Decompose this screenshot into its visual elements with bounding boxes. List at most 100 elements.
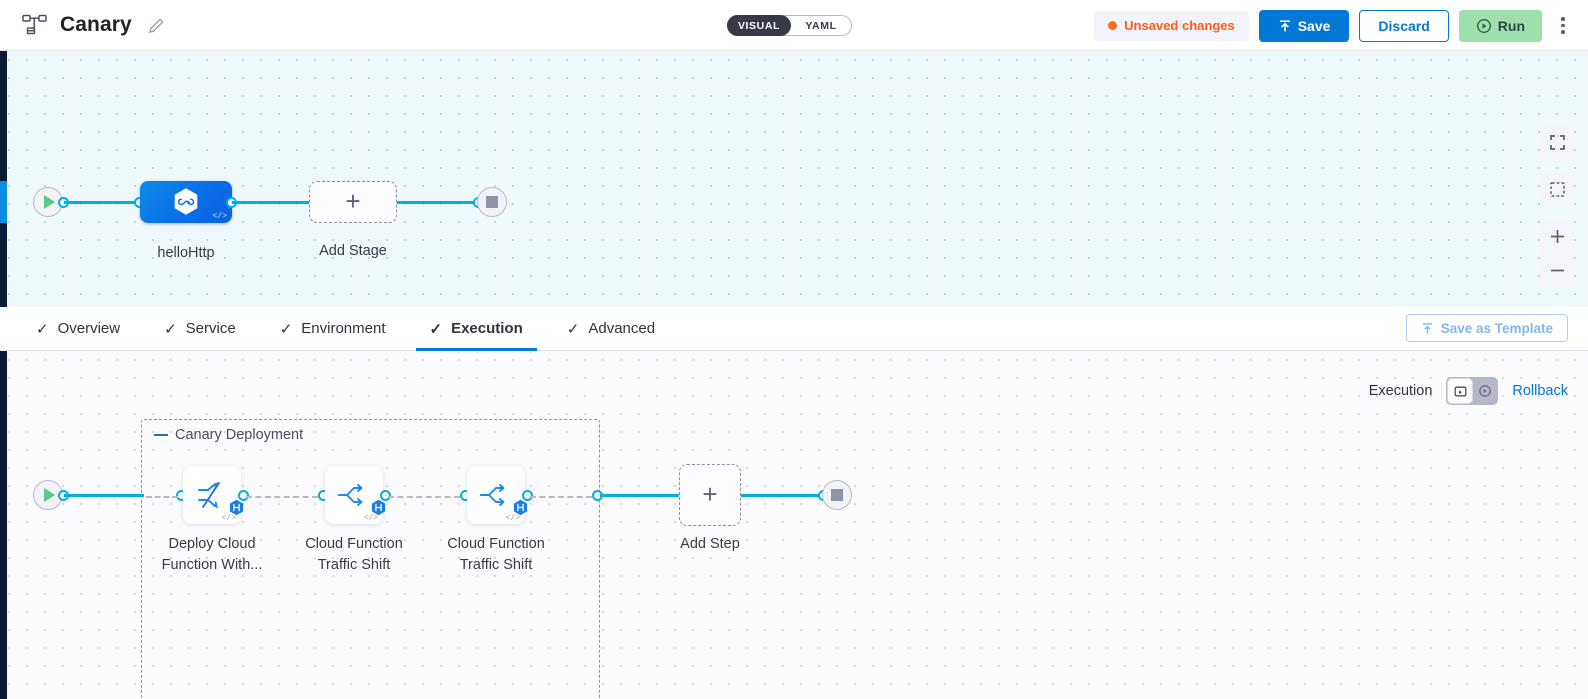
code-badge-icon: </> (505, 514, 520, 523)
page-title: Canary (60, 13, 132, 36)
tab-label: Overview (57, 320, 121, 337)
run-button[interactable]: Run (1458, 9, 1542, 42)
tab-visual[interactable]: VISUAL (727, 15, 791, 36)
deploy-swap-icon (198, 482, 220, 509)
add-step-button[interactable]: + (679, 464, 741, 526)
pencil-icon[interactable] (148, 17, 165, 34)
canvas-left-edge-bottom (0, 351, 7, 699)
execution-rollback-toggle[interactable] (1446, 377, 1499, 405)
play-circle-icon (1476, 18, 1491, 33)
discard-button[interactable]: Discard (1359, 9, 1449, 42)
tab-execution[interactable]: ✓ Execution (415, 307, 538, 351)
rollback-link[interactable]: Rollback (1512, 383, 1568, 399)
tab-advanced[interactable]: ✓ Advanced (553, 307, 669, 351)
stage-label-hellohttp: helloHttp (157, 245, 215, 261)
step-label-line2: Traffic Shift (459, 557, 533, 573)
discard-label: Discard (1378, 17, 1430, 34)
step3-out-port[interactable] (522, 490, 533, 501)
harness-hexagon-badge (228, 499, 245, 516)
stop-icon (831, 489, 843, 501)
connector-add-to-end (397, 201, 478, 204)
stage-node-hellohttp[interactable]: </> (140, 181, 232, 223)
stage-node-layer: </> helloHttp + Add Stage (0, 51, 1588, 307)
tab-label: Execution (451, 320, 523, 337)
connector-stage-to-add (232, 201, 310, 204)
step-node-traffic-shift-1[interactable]: </> (325, 466, 386, 524)
traffic-split-icon (480, 484, 505, 506)
plus-icon: + (345, 186, 361, 216)
canvas-edge-highlight (0, 181, 7, 223)
plus-icon: + (702, 479, 718, 509)
save-as-template-label: Save as Template (1440, 320, 1553, 336)
code-badge-icon: </> (221, 514, 236, 523)
group-title-label: Canary Deployment (175, 427, 304, 443)
template-upload-icon (1422, 322, 1432, 333)
step-node-traffic-shift-2[interactable]: </> (467, 466, 528, 524)
canvas-left-edge (0, 51, 7, 307)
status-badge-unsaved: Unsaved changes (1094, 10, 1249, 41)
tab-service[interactable]: ✓ Service (150, 307, 250, 351)
upload-icon (1279, 19, 1290, 31)
step-label-deploy-cloud-function: Deploy Cloud Function With... (132, 534, 292, 576)
step-label-traffic-shift-1: Cloud Function Traffic Shift (274, 534, 434, 576)
add-stage-label: Add Stage (319, 243, 387, 259)
stage-canvas[interactable]: </> helloHttp + Add Stage (0, 51, 1588, 307)
step2-out-port[interactable] (380, 490, 391, 501)
execution-label: Execution (1368, 383, 1433, 399)
harness-hexagon-badge (512, 499, 529, 516)
execution-mode-row: Execution Rollback (1369, 377, 1568, 405)
connector-step2-to-step3 (388, 496, 460, 498)
add-step-label: Add Step (680, 536, 740, 552)
check-icon: ✓ (566, 320, 580, 338)
execution-end-node[interactable] (822, 480, 852, 510)
harness-hexagon-icon (174, 187, 198, 215)
connector-step3-to-group-end (530, 496, 592, 498)
zoom-in-icon[interactable] (1540, 219, 1574, 253)
group-title-canary-deployment: Canary Deployment (154, 427, 303, 443)
check-icon: ✓ (36, 320, 49, 338)
step1-out-port[interactable] (238, 490, 249, 501)
fit-to-screen-button[interactable] (1540, 172, 1574, 206)
execution-start-node[interactable] (33, 480, 63, 510)
save-button[interactable]: Save (1258, 9, 1350, 42)
kebab-menu-icon[interactable] (1552, 10, 1574, 42)
zoom-controls[interactable] (1540, 219, 1574, 287)
connector-addstep-to-end (741, 494, 821, 497)
tab-label: Environment (301, 320, 386, 337)
code-badge-icon: </> (363, 514, 378, 523)
connector-start-to-group (64, 494, 144, 497)
unsaved-label: Unsaved changes (1124, 18, 1235, 33)
execution-canvas[interactable]: Execution Rollback (0, 351, 1588, 699)
play-icon (44, 195, 55, 209)
stop-icon (486, 196, 498, 208)
collapse-dash-icon[interactable] (154, 433, 168, 437)
status-dot-icon (1108, 21, 1118, 30)
code-badge-icon: </> (212, 212, 227, 221)
mode-toggle[interactable]: VISUAL YAML (727, 15, 852, 36)
step-label-line1: Deploy Cloud (168, 536, 256, 552)
stage-tabs: ✓ Overview ✓ Service ✓ Environment ✓ Exe… (0, 307, 1588, 351)
connector-start-to-stage (64, 201, 138, 204)
zoom-out-icon[interactable] (1540, 253, 1574, 287)
connector-step1-to-step2 (246, 496, 318, 498)
step-label-traffic-shift-2: Cloud Function Traffic Shift (416, 534, 576, 576)
step-node-deploy-cloud-function[interactable]: </> (183, 466, 244, 524)
add-stage-button[interactable]: + (309, 181, 397, 223)
execution-view-icon[interactable] (1447, 378, 1474, 404)
pipeline-end-node[interactable] (477, 187, 507, 217)
fullscreen-button[interactable] (1540, 125, 1574, 159)
connector-group-to-addstep (600, 494, 680, 497)
run-label: Run (1497, 17, 1525, 34)
tab-overview[interactable]: ✓ Overview (22, 307, 134, 351)
check-icon: ✓ (279, 320, 293, 338)
tab-yaml[interactable]: YAML (805, 19, 837, 32)
app-header: Canary VISUAL YAML Unsaved changes Save (0, 0, 1588, 51)
check-icon: ✓ (164, 320, 177, 338)
tab-environment[interactable]: ✓ Environment (266, 307, 400, 351)
harness-hexagon-badge (370, 499, 387, 516)
stage-group-canary-deployment[interactable] (141, 419, 600, 699)
save-as-template-button[interactable]: Save as Template (1405, 314, 1568, 342)
rollback-view-icon[interactable] (1478, 384, 1492, 403)
step-label-line2: Function With... (161, 557, 263, 573)
